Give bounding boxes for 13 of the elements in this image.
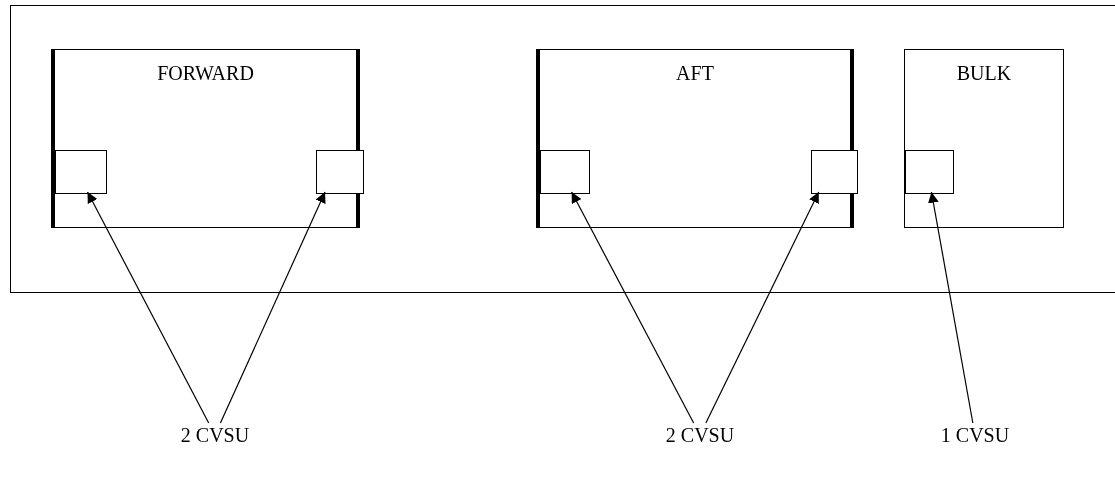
- unit-count-label: 2 CVSU: [165, 423, 265, 447]
- unit-box: [811, 150, 858, 194]
- unit-box: [905, 150, 954, 194]
- unit-count-label: 2 CVSU: [650, 423, 750, 447]
- outer-frame: [10, 5, 1115, 293]
- compartment-label: FORWARD: [156, 62, 255, 85]
- compartment-label: BULK: [955, 62, 1013, 85]
- unit-count-label: 1 CVSU: [925, 423, 1025, 447]
- compartment-label: AFT: [675, 62, 715, 85]
- unit-box: [55, 150, 107, 194]
- unit-box: [316, 150, 364, 194]
- compartment-box: [904, 49, 1064, 228]
- unit-box: [540, 150, 590, 194]
